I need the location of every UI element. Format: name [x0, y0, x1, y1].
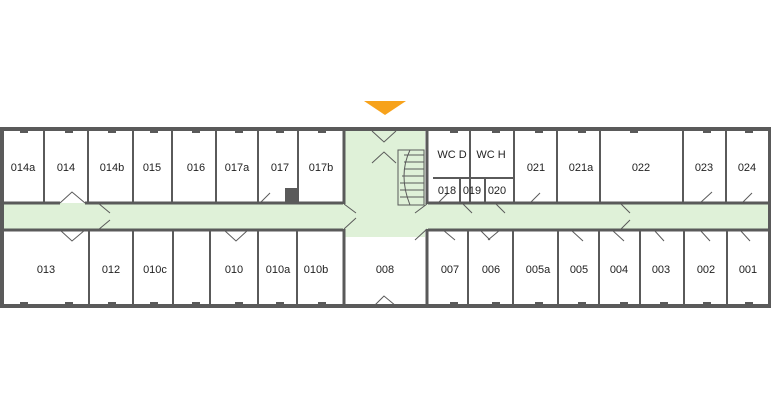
stair-hall: [345, 131, 425, 237]
room-label: 006: [482, 264, 500, 276]
room-label: 021a: [569, 162, 594, 174]
entrance-arrow-icon: [364, 101, 406, 115]
room-label: 015: [143, 162, 161, 174]
room-label: 014b: [100, 162, 124, 174]
room-label: 017: [271, 162, 289, 174]
room-label: 002: [697, 264, 715, 276]
door-swing-icon: [59, 130, 753, 307]
room-label: 022: [632, 162, 650, 174]
room-label: 017b: [309, 162, 333, 174]
room-label: WC H: [476, 149, 505, 161]
staircase-icon: [397, 149, 425, 206]
room-label: 007: [441, 264, 459, 276]
room-label: 014a: [11, 162, 36, 174]
room-label: 023: [695, 162, 713, 174]
room-label: 024: [738, 162, 756, 174]
room-label: 017a: [225, 162, 250, 174]
room-label: 010: [225, 264, 243, 276]
room-label: 008: [376, 264, 394, 276]
room-label: 016: [187, 162, 205, 174]
room-label: 010b: [304, 264, 328, 276]
room-label: 019: [463, 185, 481, 197]
room-label: 010c: [143, 264, 167, 276]
room-label: 005a: [526, 264, 551, 276]
room-label: 014: [57, 162, 75, 174]
room-label: 005: [570, 264, 588, 276]
room-label: 021: [527, 162, 545, 174]
room-label: 013: [37, 264, 55, 276]
room-label: 010a: [266, 264, 291, 276]
room-label: 001: [739, 264, 757, 276]
room-label: 018: [438, 185, 456, 197]
room-label: 020: [488, 185, 506, 197]
room-label: WC D: [437, 149, 466, 161]
room-label: 004: [610, 264, 628, 276]
room-label: 012: [102, 264, 120, 276]
room-label: 003: [652, 264, 670, 276]
